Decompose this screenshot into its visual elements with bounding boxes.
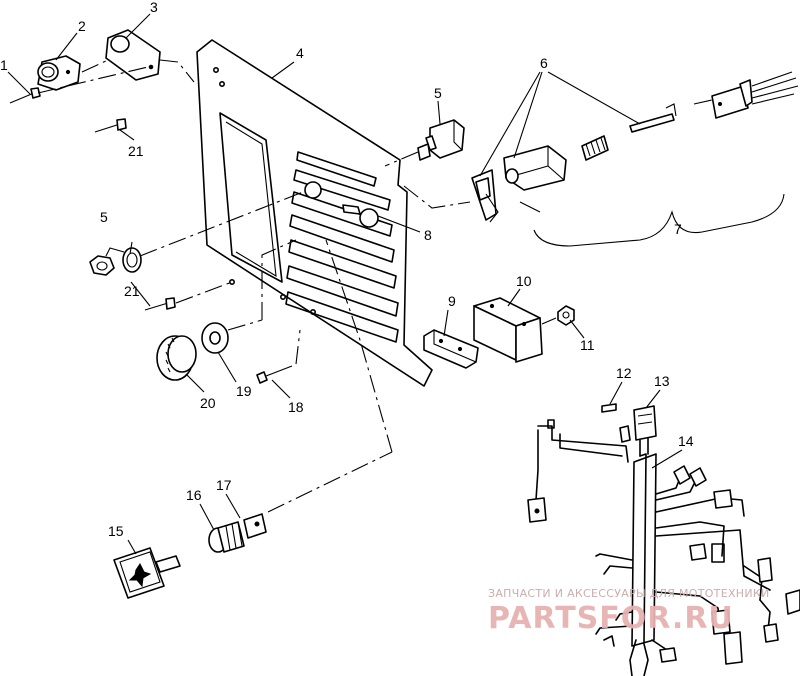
leader-lines [7,13,683,555]
panel-louvers [285,151,399,343]
callout-15: 15 [108,523,124,539]
callout-2: 2 [78,18,86,34]
lock-nut-part-5 [89,247,142,276]
callout-6: 6 [540,55,548,71]
callout-3: 3 [150,0,158,15]
washer-part-19 [201,322,229,354]
connector-part-7 [693,71,799,119]
key-switch-part-16 [208,513,267,553]
watermark: ЗАПЧАСТИ И АКСЕССУАРЫ ДЛЯ МОТОТЕХНИКИ PA… [488,587,770,636]
callout-21-mid: 21 [124,283,140,299]
bracket-part-9 [423,329,479,369]
callout-9: 9 [448,293,456,309]
callout-12: 12 [616,365,632,381]
brace-7 [533,193,785,247]
screw-part-21-mid [144,297,176,311]
knob-part-20 [156,335,197,381]
callout-19: 19 [236,383,252,399]
callout-17: 17 [216,477,232,493]
instrument-panel [196,39,433,387]
callout-labels: 1 2 3 4 5 6 7 8 9 10 11 12 13 14 15 16 1… [0,0,694,539]
callout-11: 11 [580,337,595,353]
ignition-key-part-15 [113,547,181,599]
callout-20: 20 [200,395,216,411]
callout-21-top: 21 [128,143,144,159]
callout-16: 16 [186,487,202,503]
callout-1: 1 [0,57,8,73]
bezel-part-2 [37,55,81,91]
callout-10: 10 [516,273,532,289]
callout-14: 14 [678,433,694,449]
callout-8: 8 [424,227,432,243]
wiring-harness-part-14 [527,419,800,676]
switch-assembly-part-6 [471,103,677,223]
bracket-part-10 [473,297,543,363]
callout-13: 13 [654,373,670,389]
callout-5-toggle: 5 [434,85,442,101]
fuse-part-12 [601,403,617,413]
connector-part-13 [633,405,657,457]
screw-part-21-top [94,118,127,133]
callout-4: 4 [296,45,304,61]
screw-part-1 [9,87,41,104]
callout-5-nut: 5 [100,209,108,225]
toggle-switch-part-5 [417,119,465,161]
callout-7: 7 [674,221,682,237]
screw-part-18 [256,365,293,384]
watermark-logo: PARTSFOR.RU [488,601,734,636]
plate-part-3 [105,29,161,81]
callout-18: 18 [288,399,304,415]
watermark-tagline: ЗАПЧАСТИ И АКСЕССУАРЫ ДЛЯ МОТОТЕХНИКИ [488,587,770,600]
